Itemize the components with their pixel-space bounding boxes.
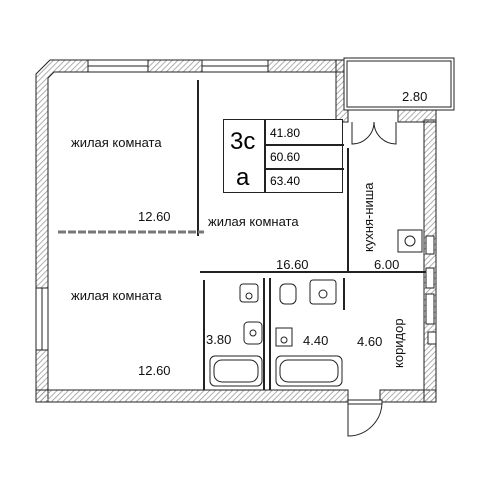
type-box-divider	[264, 120, 266, 192]
room-area-bath-1: 3.80	[206, 332, 232, 347]
room-area-living-2: 16.60	[276, 257, 309, 272]
bathroom-fixtures	[209, 279, 343, 387]
total-area-value: 60.60	[270, 150, 301, 164]
area-with-balcony-value: 63.40	[270, 174, 301, 188]
room-name-kitchen: кухня-ниша	[361, 182, 376, 252]
room-name-corridor: коридор	[391, 318, 406, 368]
apartment-type-code: 3с	[230, 128, 256, 155]
windows	[35, 59, 269, 351]
room-area-balcony: 2.80	[402, 89, 428, 104]
apartment-type-box: 3с а 41.80 60.60 63.40	[223, 119, 344, 193]
doors	[347, 121, 397, 437]
interior-walls	[58, 80, 430, 390]
living-area-value: 41.80	[270, 126, 301, 140]
room-area-kitchen: 6.00	[374, 257, 400, 272]
room-name-living-3: жилая комната	[71, 288, 162, 303]
room-area-living-3: 12.60	[138, 363, 171, 378]
room-name-living-2: жилая комната	[208, 214, 299, 229]
room-area-corridor: 4.60	[357, 334, 383, 349]
room-area-bath-2: 4.40	[303, 333, 329, 348]
room-name-living-1: жилая комната	[71, 135, 162, 150]
type-box-row-divider	[264, 144, 344, 146]
balcony	[343, 57, 455, 111]
type-box-row-divider	[264, 168, 344, 170]
kitchen-fixtures	[397, 229, 437, 345]
room-area-living-1: 12.60	[138, 209, 171, 224]
apartment-type-letter: а	[236, 164, 250, 191]
